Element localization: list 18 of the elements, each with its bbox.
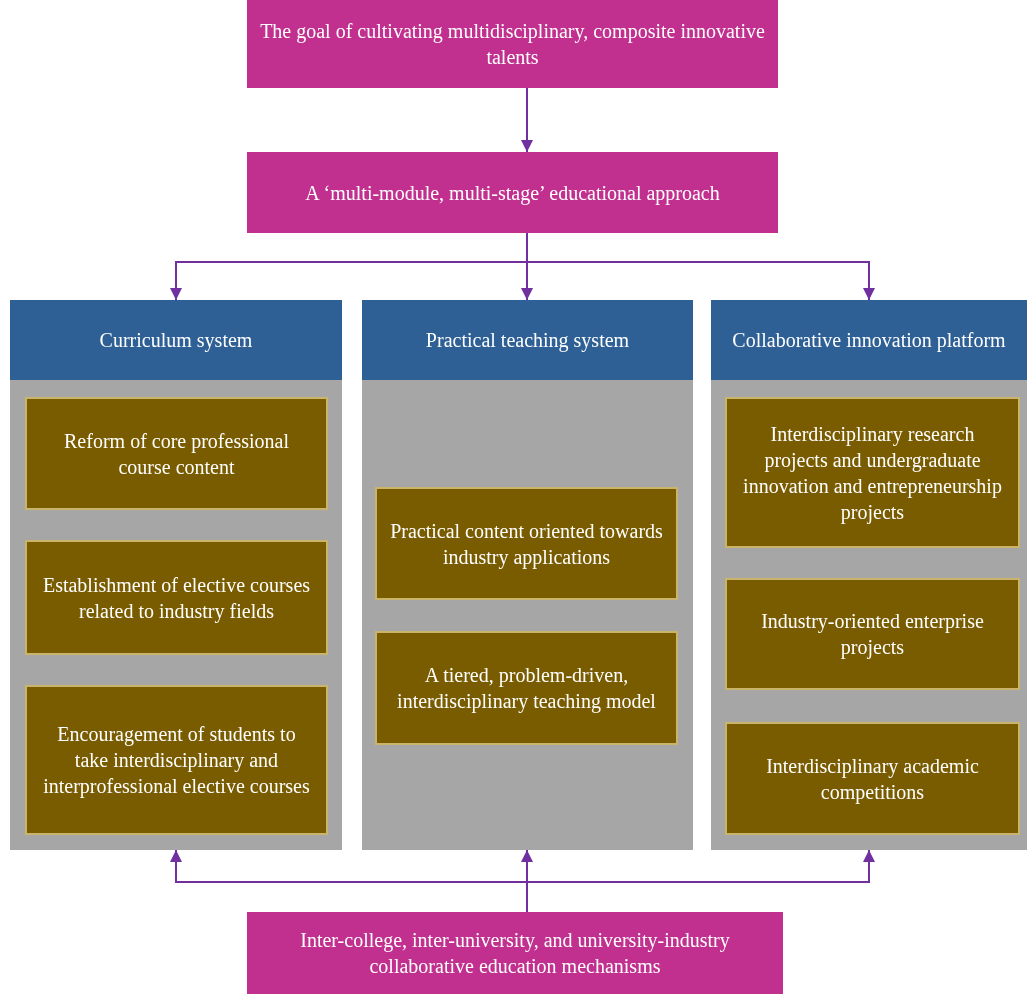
item-box: Interdisciplinary academic competitions (725, 722, 1020, 835)
column-panel (362, 300, 693, 850)
arrow (521, 87, 533, 153)
column-heading: Practical teaching system (362, 300, 693, 380)
column-heading: Collaborative innovation platform (711, 300, 1027, 380)
item-box: Practical content oriented towards industry applications (375, 487, 678, 600)
item-box: Industry-oriented enterprise projects (725, 578, 1020, 690)
item-box: Reform of core professional course content (25, 397, 328, 510)
column-heading: Curriculum system (10, 300, 342, 380)
process-box: A ‘multi-module, multi-stage’ educational approach (247, 152, 778, 233)
item-box: Encouragement of students to take interdisciplinary and interprofessional elective courses (25, 685, 328, 835)
column-panel (10, 300, 342, 850)
column-panel (711, 300, 1027, 850)
item-box: A tiered, problem-driven, interdisciplinary teaching model (375, 631, 678, 745)
item-box: Interdisciplinary research projects and undergraduate innovation and entrepreneurship projects (725, 397, 1020, 548)
item-box: Establishment of elective courses related to industry fields (25, 540, 328, 655)
process-box: Inter-college, inter-university, and university-industry collaborative education mechanisms (247, 912, 783, 994)
process-box: The goal of cultivating multidisciplinary, composite innovative talents (247, 0, 778, 88)
